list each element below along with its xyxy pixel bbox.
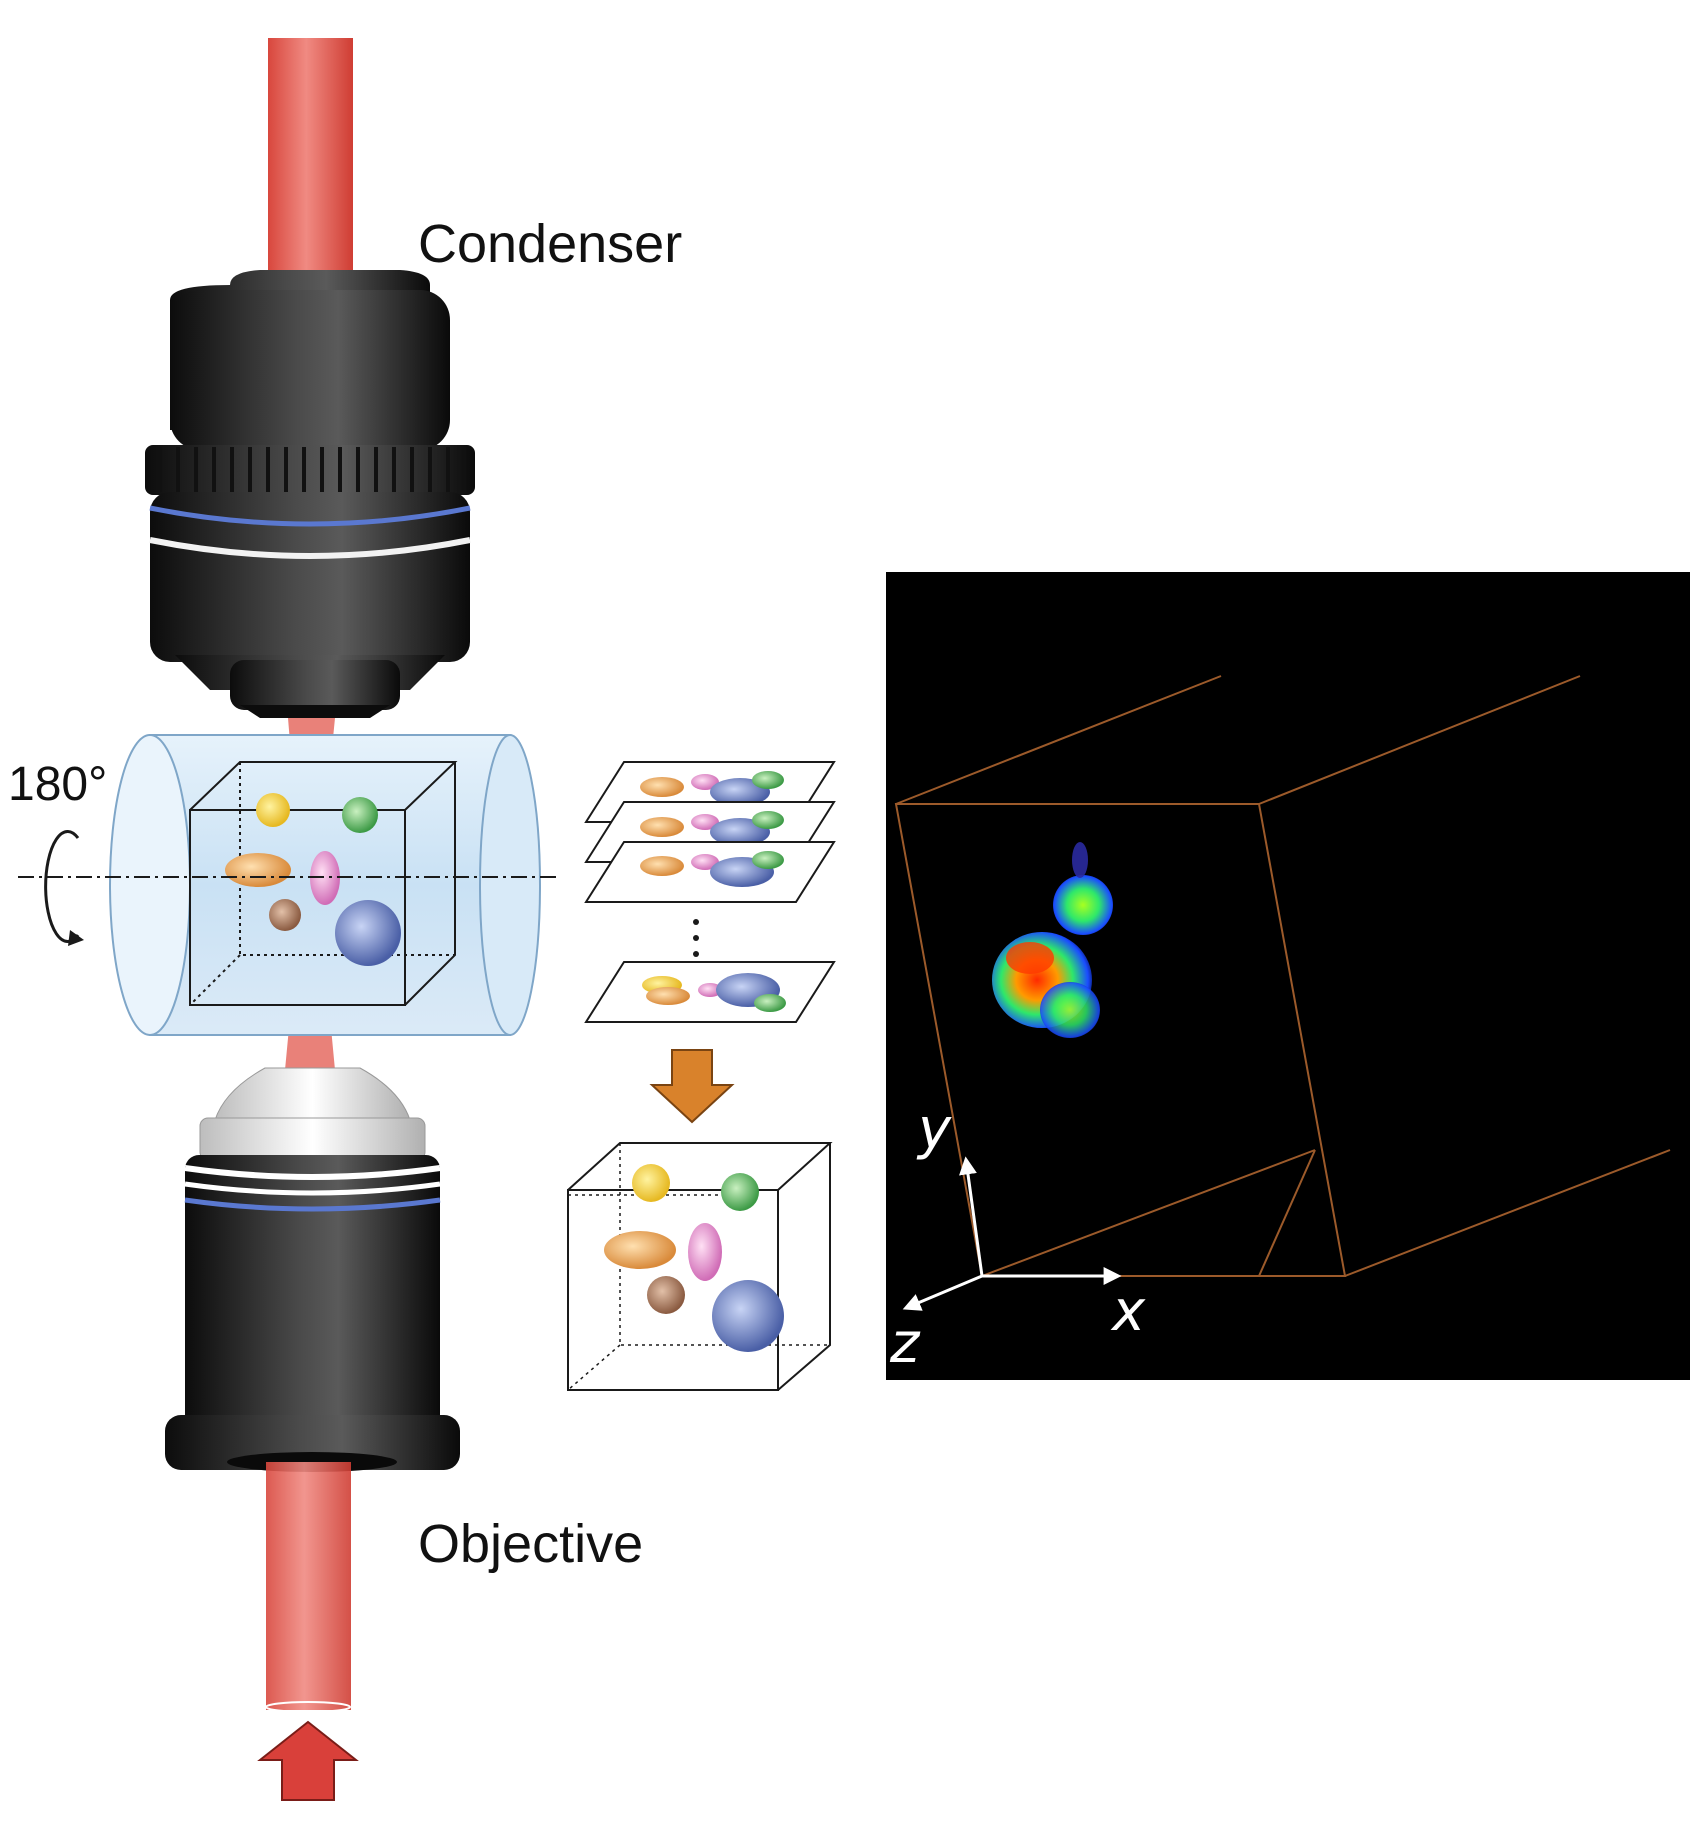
circular-arrow-icon (44, 830, 84, 946)
beam-bottom (266, 1462, 351, 1710)
axis-label-z: z (889, 1311, 921, 1376)
axis-label-y: y (916, 1097, 952, 1162)
stack-slice (584, 961, 836, 1023)
reconstruction-cube (567, 1142, 833, 1391)
fluorescence-cluster (992, 842, 1113, 1038)
up-arrow-icon (257, 1720, 359, 1801)
render-bounding-box (894, 675, 1671, 1277)
stack-slice (584, 841, 836, 903)
rotation-label: 180° (8, 758, 107, 811)
image-stack (584, 761, 836, 1023)
stack-ellipsis (693, 919, 699, 957)
sample-capillary (18, 734, 560, 1036)
beam-top (268, 38, 353, 288)
microscope-schematic: 180° Condenser Objective (8, 38, 682, 1801)
condenser-lens (145, 270, 475, 718)
condenser-label: Condenser (418, 214, 682, 274)
down-arrow-icon (649, 1049, 735, 1124)
axis-triad (902, 1156, 1122, 1311)
objective-label: Objective (418, 1514, 643, 1574)
objective-lens (165, 1067, 460, 1472)
rendered-volume-panel: y x z (886, 572, 1690, 1380)
axis-label-x: x (1110, 1279, 1146, 1344)
